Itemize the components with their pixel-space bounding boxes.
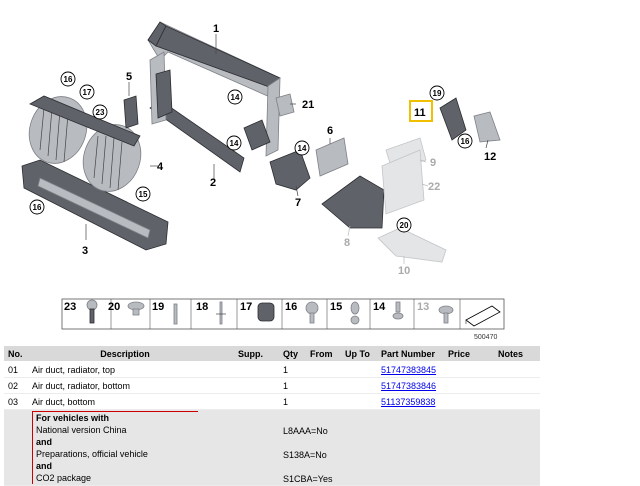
- condition-line: Preparations, official vehicle: [36, 449, 148, 459]
- seal-21-part[interactable]: [275, 93, 295, 117]
- table-row: 01 Air duct, radiator, top 1 51747383845: [4, 361, 540, 378]
- legend-num-19: 19: [152, 301, 164, 313]
- label-3: 3: [82, 245, 88, 257]
- screw-icon: [86, 299, 98, 324]
- bracket-5-part[interactable]: [123, 95, 139, 129]
- col-header-notes: Notes: [494, 346, 540, 362]
- row-no: 01: [4, 361, 28, 378]
- conditions-box: For vehicles with National version China…: [32, 411, 198, 484]
- rubber-mount-icon: [257, 302, 275, 322]
- circled-label-20: 20: [400, 221, 409, 230]
- condition-code: L8AAA=No: [283, 426, 328, 436]
- label-9: 9: [430, 157, 436, 169]
- col-header-description: Description: [28, 346, 222, 362]
- rivet-icon: [216, 301, 226, 325]
- circled-label-23: 23: [96, 108, 105, 117]
- row-qty: 1: [279, 393, 306, 410]
- highlight-box: [409, 100, 433, 122]
- push-clip-icon: [392, 301, 404, 320]
- label-12: 12: [484, 151, 496, 163]
- label-21: 21: [302, 99, 314, 111]
- condition-heading: For vehicles with: [36, 413, 110, 423]
- col-header-upto: Up To: [341, 346, 377, 362]
- col-header-qty: Qty: [279, 346, 306, 362]
- circled-label-17: 17: [83, 88, 92, 97]
- legend-num-16: 16: [285, 301, 297, 313]
- col-header-no: No.: [4, 346, 28, 362]
- parts-table: No. Description Supp. Qty From Up To Par…: [4, 346, 540, 486]
- diagram-reference-number: 500470: [474, 334, 497, 341]
- air-guide-11-part[interactable]: [439, 97, 467, 141]
- part-number-link[interactable]: 51747383846: [381, 380, 437, 391]
- circled-label-16c: 16: [461, 137, 470, 146]
- expanding-nut-icon: [305, 301, 319, 324]
- air-duct-bottom-part[interactable]: [21, 159, 169, 251]
- air-duct-10-part[interactable]: [377, 227, 447, 263]
- clip-icon: [173, 303, 178, 325]
- col-header-from: From: [306, 346, 341, 362]
- legend-num-13: 13: [417, 301, 429, 313]
- legend-num-20: 20: [108, 301, 120, 313]
- circled-label-14a: 14: [231, 93, 240, 102]
- condition-code: S1CBA=Yes: [283, 474, 333, 484]
- reference-arrow-icon: [465, 305, 501, 327]
- exploded-parts-diagram: 1 2 3 4 5 6 7 8 9 10 11 12 21 22 16 17 2…: [20, 21, 505, 341]
- row-description: Air duct, bottom: [28, 393, 222, 410]
- legend-num-14: 14: [373, 301, 386, 313]
- label-1: 1: [213, 23, 219, 35]
- legend-num-23: 23: [64, 301, 76, 313]
- air-duct-8-part[interactable]: [321, 175, 385, 229]
- legend-num-17: 17: [240, 301, 252, 313]
- kidney-grille-part[interactable]: [20, 88, 150, 199]
- label-10: 10: [398, 265, 410, 277]
- label-22: 22: [428, 181, 440, 193]
- nut-icon: [127, 301, 145, 316]
- condition-code: S138A=No: [283, 450, 327, 460]
- row-no: 02: [4, 377, 28, 394]
- row-description: Air duct, radiator, bottom: [28, 377, 222, 394]
- part-number-link[interactable]: 51137359838: [381, 396, 436, 407]
- circled-label-16b: 16: [33, 203, 42, 212]
- legend-num-15: 15: [330, 301, 342, 313]
- col-header-price: Price: [444, 346, 494, 362]
- table-row: 02 Air duct, radiator, bottom 1 51747383…: [4, 377, 540, 394]
- row-description: Air duct, radiator, top: [28, 361, 222, 378]
- circled-label-16a: 16: [64, 75, 73, 84]
- col-header-supp: Supp.: [222, 346, 279, 362]
- legend-num-18: 18: [196, 301, 208, 313]
- air-guide-6-part[interactable]: [315, 137, 349, 177]
- row-qty: 1: [279, 377, 306, 394]
- conditions-row: For vehicles with National version China…: [4, 409, 540, 486]
- condition-line: National version China: [36, 425, 127, 435]
- frame-22-part[interactable]: [381, 149, 425, 215]
- part-number-link[interactable]: 51747383845: [381, 364, 437, 375]
- circled-label-14b: 14: [230, 139, 239, 148]
- label-4: 4: [157, 161, 164, 173]
- air-guide-12-part[interactable]: [473, 111, 501, 143]
- label-5: 5: [126, 71, 132, 83]
- condition-line: CO2 package: [36, 473, 92, 483]
- label-7: 7: [295, 197, 301, 209]
- washer-screw-icon: [438, 305, 454, 324]
- label-8: 8: [344, 237, 350, 249]
- circled-label-14c: 14: [298, 144, 307, 153]
- circled-label-15: 15: [139, 190, 148, 199]
- label-6: 6: [327, 125, 333, 137]
- row-no: 03: [4, 393, 28, 410]
- col-header-part-number: Part Number: [377, 346, 444, 362]
- condition-and: and: [36, 437, 53, 447]
- condition-and: and: [36, 461, 53, 471]
- label-11[interactable]: 11: [414, 107, 426, 119]
- frame-bracket-part[interactable]: [243, 119, 271, 151]
- air-guide-7-part[interactable]: [269, 149, 311, 191]
- table-row: 03 Air duct, bottom 1 51137359838: [4, 393, 540, 410]
- table-header-row: No. Description Supp. Qty From Up To Par…: [4, 346, 540, 362]
- grommet-icon: [350, 301, 360, 325]
- row-qty: 1: [279, 361, 306, 378]
- label-2: 2: [210, 177, 216, 189]
- fastener-legend: 23 20 19 18 17 16 15 14 13 500470: [61, 298, 505, 341]
- radiator-frame-part[interactable]: [147, 21, 281, 173]
- circled-label-19: 19: [433, 89, 442, 98]
